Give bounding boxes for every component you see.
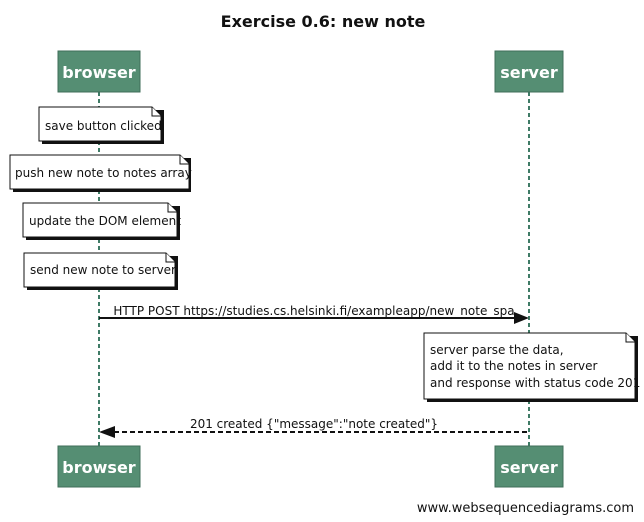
note-push-new-note: push new note to notes array <box>9 154 192 192</box>
server-actor-top-label: server <box>500 63 558 82</box>
note-send-new-note: send new note to server <box>23 252 178 290</box>
note-update-dom: update the DOM element <box>22 202 181 240</box>
svg-text:add it to the notes in server: add it to the notes in server <box>430 359 598 373</box>
message-http-post-label: HTTP POST https://studies.cs.helsinki.fi… <box>113 304 514 318</box>
svg-text:and response with status code: and response with status code 201 <box>430 376 640 390</box>
browser-actor-top: browser <box>57 50 141 93</box>
svg-text:push new note to notes array: push new note to notes array <box>15 166 192 180</box>
note-save-button-clicked: save button clicked <box>38 106 164 144</box>
svg-text:server parse the data,: server parse the data, <box>430 343 564 357</box>
message-http-post-arrowhead <box>514 312 529 324</box>
message-http-post: HTTP POST https://studies.cs.helsinki.fi… <box>99 304 529 324</box>
browser-actor-top-label: browser <box>62 63 135 82</box>
svg-text:save button clicked: save button clicked <box>45 119 162 133</box>
server-actor-bottom: server <box>494 445 564 488</box>
message-201-response-label: 201 created {"message":"note created"} <box>190 417 438 431</box>
message-201-response-arrowhead <box>99 426 115 438</box>
message-201-response: 201 created {"message":"note created"} <box>99 417 529 438</box>
browser-actor-bottom-label: browser <box>62 458 135 477</box>
browser-actor-bottom: browser <box>57 445 141 488</box>
server-actor-bottom-label: server <box>500 458 558 477</box>
svg-text:send new note to server: send new note to server <box>30 263 176 277</box>
watermark: www.websequencediagrams.com <box>417 501 634 516</box>
diagram-title: Exercise 0.6: new note <box>221 12 426 31</box>
svg-text:update the DOM element: update the DOM element <box>29 214 181 228</box>
server-actor-top: server <box>494 50 564 93</box>
note-server-processing: server parse the data, add it to the not… <box>423 332 640 402</box>
